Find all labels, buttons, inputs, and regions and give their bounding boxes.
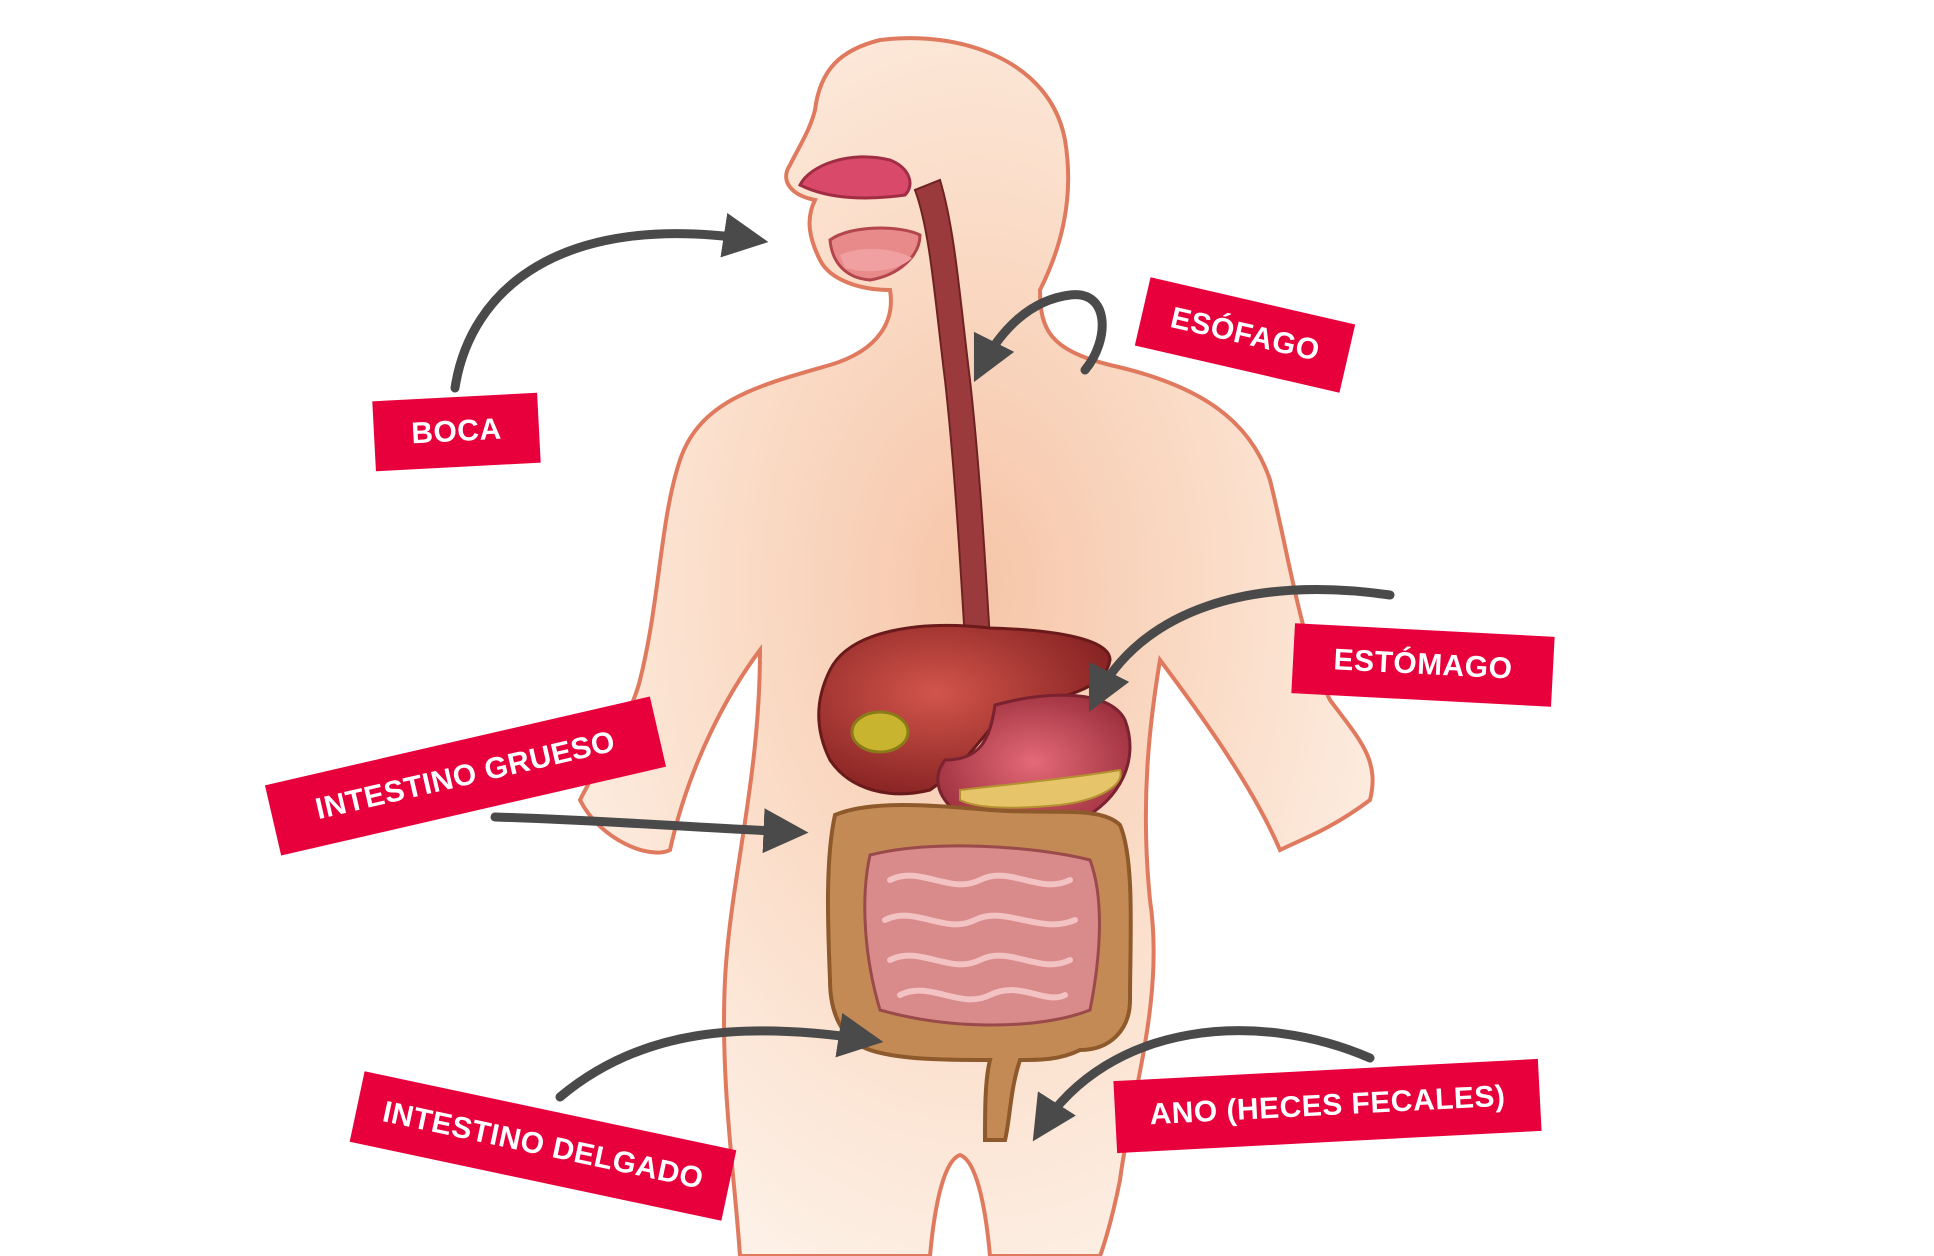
arrow-ano [1032, 1026, 1375, 1142]
arrows [450, 212, 1395, 1142]
arrow-intestino-grueso [490, 808, 809, 854]
tongue [840, 248, 912, 272]
arrow-estomago [1088, 585, 1395, 713]
small-intestine [863, 844, 1101, 1027]
arrow-intestino-delgado [555, 1012, 884, 1102]
small-intestine-loops [882, 872, 1078, 1003]
pancreas [959, 768, 1122, 809]
arrow-esofago [973, 290, 1107, 383]
label-estomago: ESTÓMAGO [1291, 623, 1555, 707]
nasal-cavity [797, 155, 912, 200]
arrow-boca [450, 212, 769, 393]
label-boca: BOCA [372, 392, 541, 472]
gallbladder [850, 710, 910, 754]
